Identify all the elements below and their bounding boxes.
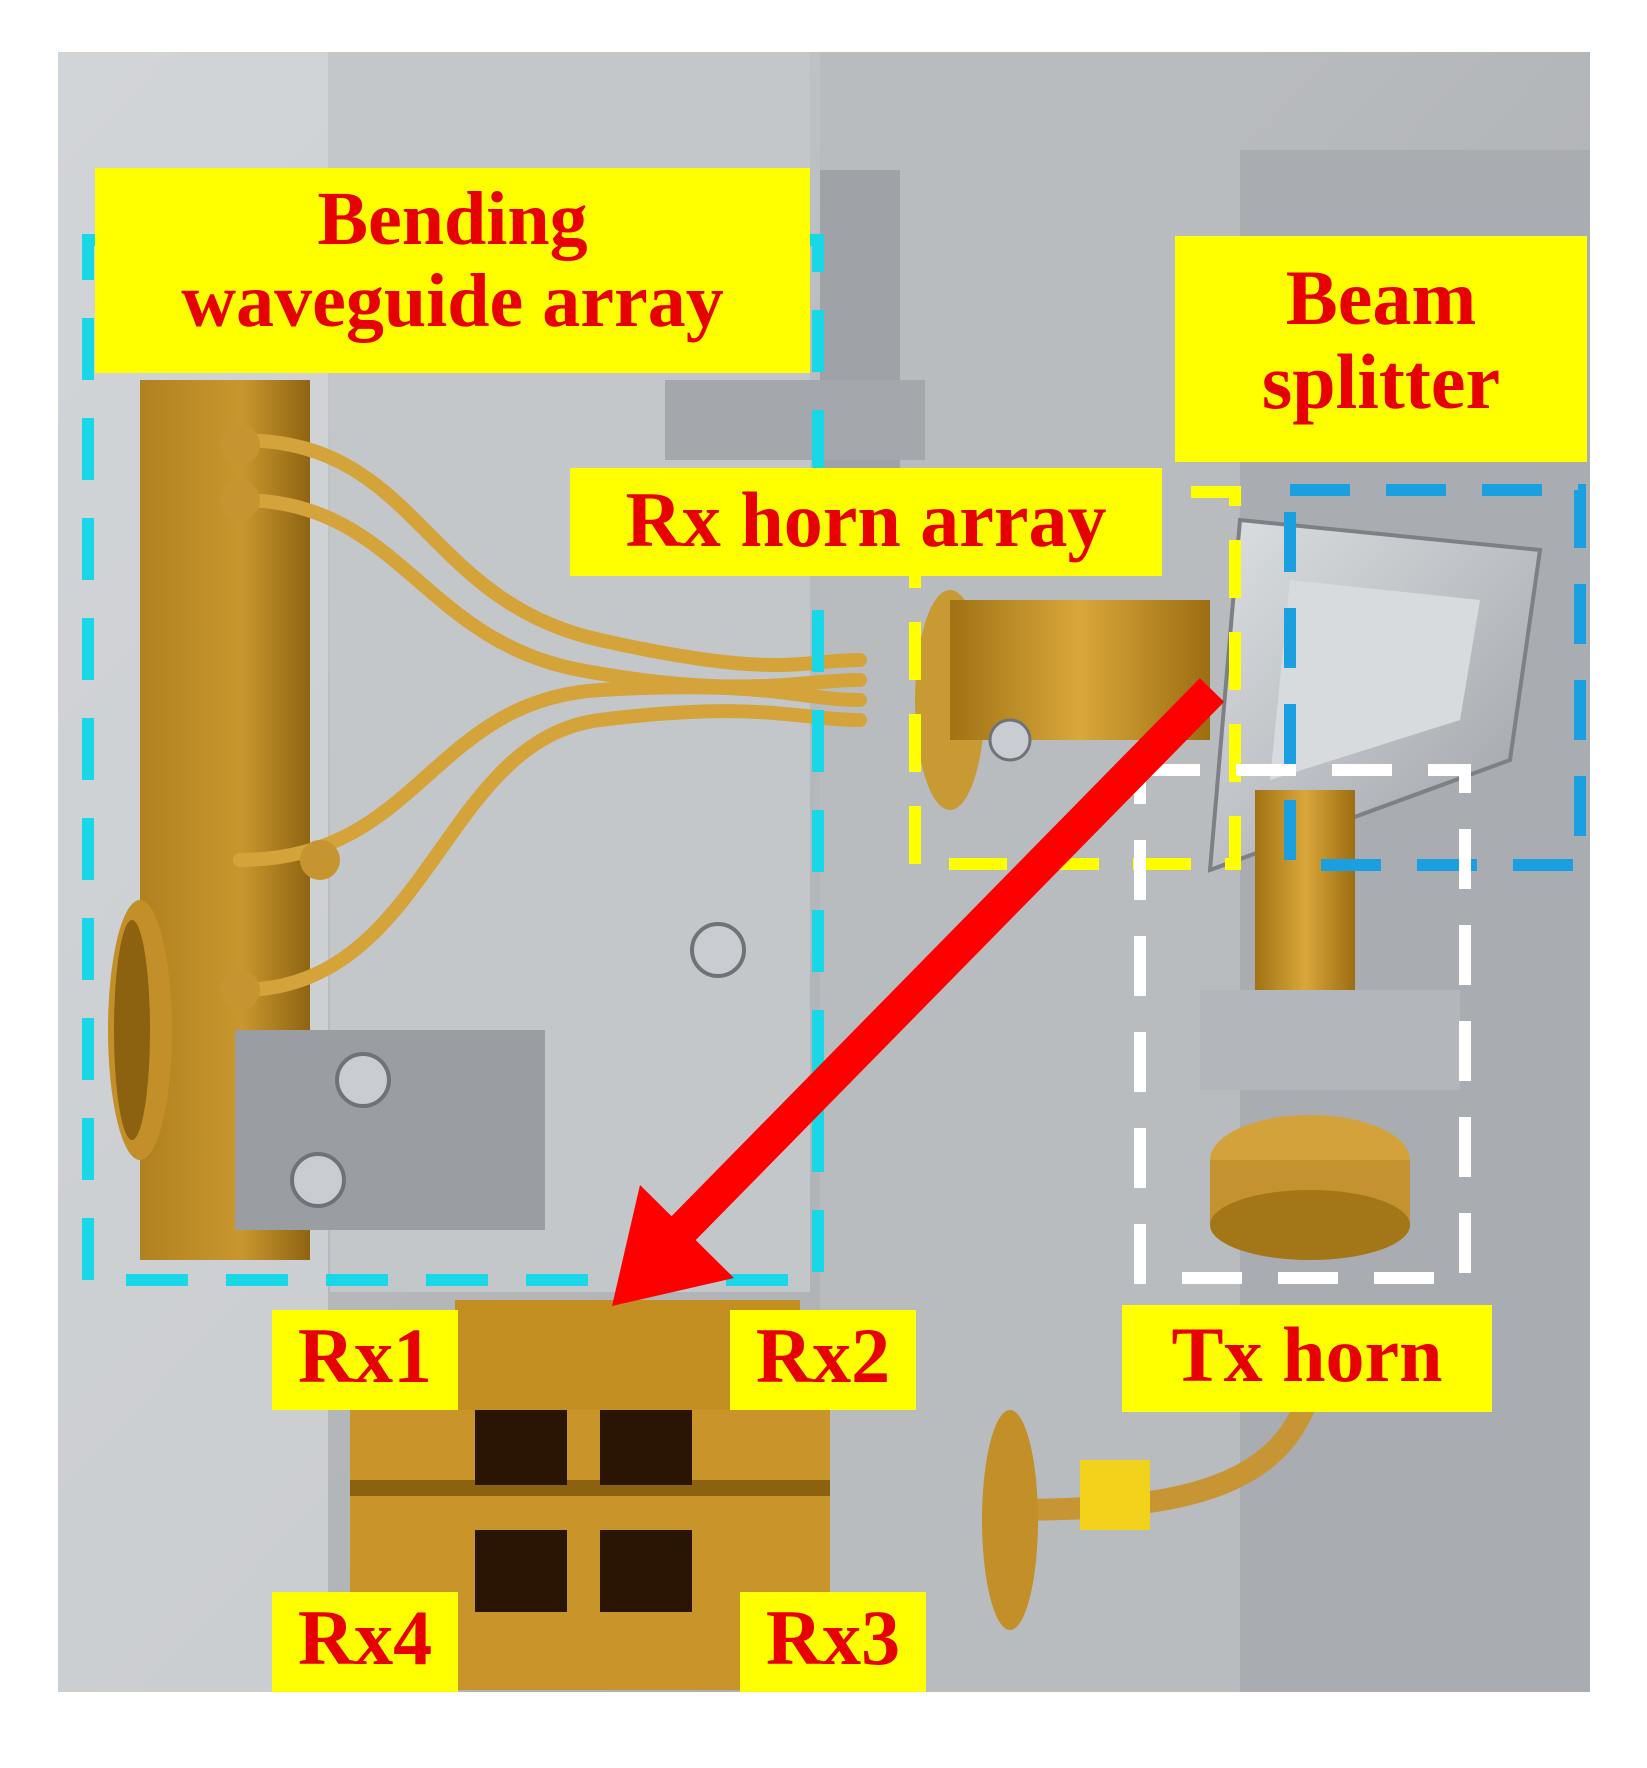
rx-horn-array-label: Rx horn array xyxy=(570,468,1162,576)
waveguide-port xyxy=(300,840,340,880)
aperture-divider xyxy=(350,1480,830,1496)
arrow-head xyxy=(612,1185,734,1306)
beam-label-line2: splitter xyxy=(1261,338,1501,426)
screw xyxy=(335,1052,391,1108)
left-flange-inner xyxy=(114,920,150,1140)
screw xyxy=(988,718,1032,762)
bending-waveguides xyxy=(233,433,867,997)
beam-path-arrow xyxy=(659,678,1225,1252)
tx-horn-clamp xyxy=(1200,990,1460,1090)
beam-label-line1: Beam xyxy=(1285,254,1477,341)
aperture-rx2 xyxy=(600,1410,692,1485)
rx3-label: Rx3 xyxy=(740,1592,926,1692)
bending-label-line1: Bending xyxy=(317,177,588,261)
bending-waveguide-array-label: Bending waveguide array xyxy=(95,168,810,373)
bending-waveguide-box xyxy=(82,234,824,1286)
clamp-block xyxy=(665,380,925,460)
aperture-rx3 xyxy=(600,1530,692,1612)
feed-waveguide xyxy=(999,1386,1321,1521)
tx-horn-flange-bottom xyxy=(1210,1190,1410,1260)
yellow-tag xyxy=(1080,1460,1150,1530)
screw xyxy=(690,922,746,978)
beam-splitter-film xyxy=(1270,580,1480,780)
bottom-flange xyxy=(982,1410,1038,1630)
rx1-label: Rx1 xyxy=(272,1310,458,1410)
waveguide-port xyxy=(220,970,260,1010)
aperture-rx4 xyxy=(475,1530,567,1612)
rx4-label: Rx4 xyxy=(272,1592,458,1692)
plate-bracket xyxy=(235,1030,545,1230)
bending-label-line2: waveguide array xyxy=(181,259,724,344)
screw xyxy=(290,1152,346,1208)
rx-horn-array-box xyxy=(909,486,1241,870)
aperture-rx1 xyxy=(475,1410,567,1485)
beam-splitter-box xyxy=(1284,484,1586,871)
rx2-label: Rx2 xyxy=(730,1310,916,1410)
waveguide-port xyxy=(220,480,260,520)
tx-horn-label: Tx horn xyxy=(1122,1305,1492,1412)
tx-horn-box xyxy=(1134,764,1471,1284)
waveguide-port xyxy=(220,425,260,465)
beam-splitter-label: Beam splitter xyxy=(1175,236,1587,462)
